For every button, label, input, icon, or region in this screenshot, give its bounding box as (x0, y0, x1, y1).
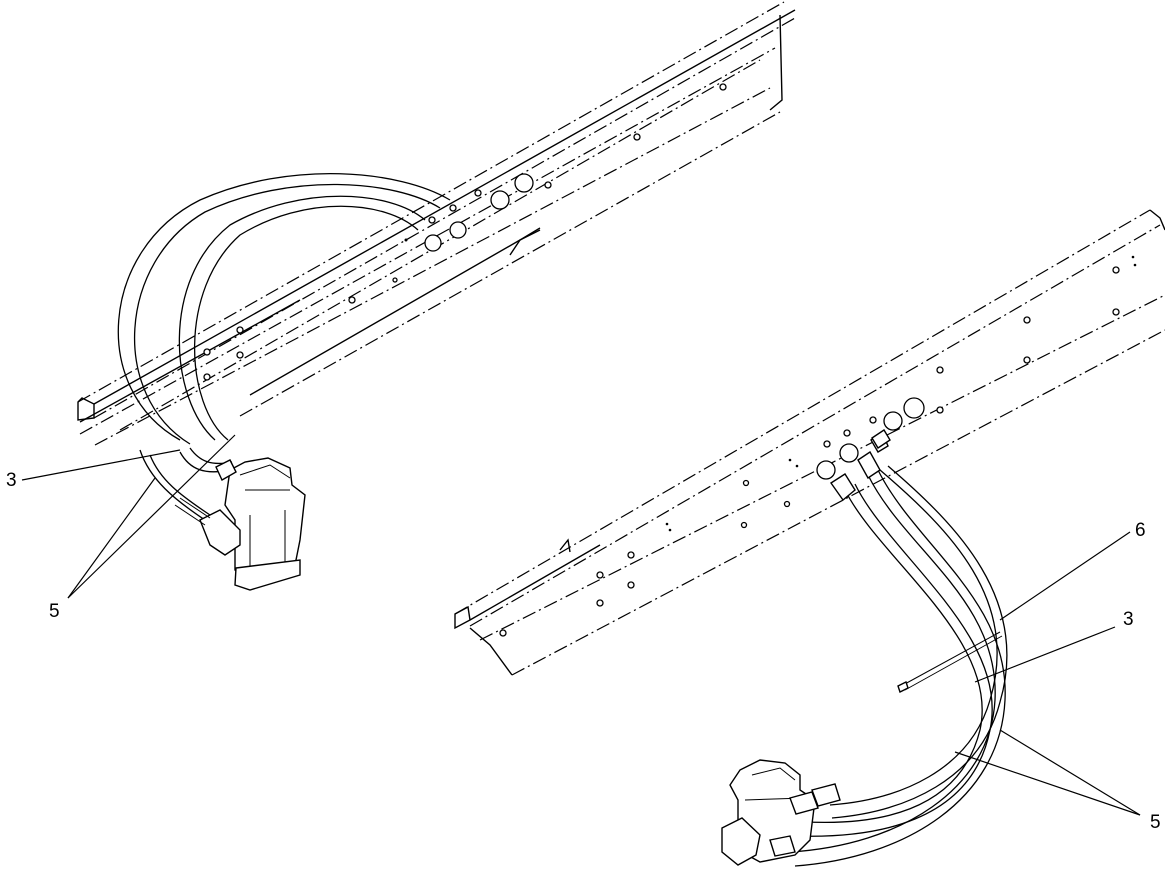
left-valve-assembly (174, 457, 306, 591)
callout-left-3: 3 (6, 470, 17, 491)
callout-right-5: 5 (1150, 812, 1161, 833)
callout-right-3: 3 (1123, 609, 1134, 630)
left-frame-rail (77, 1, 796, 446)
left-hose-loop (117, 172, 451, 521)
right-valve-assembly (721, 759, 841, 866)
leader-lines (21, 434, 1141, 816)
right-frame-rail (454, 209, 1165, 676)
callout-left-5: 5 (49, 601, 60, 622)
callout-right-6: 6 (1135, 520, 1146, 541)
right-hose-bundle (775, 429, 1008, 867)
